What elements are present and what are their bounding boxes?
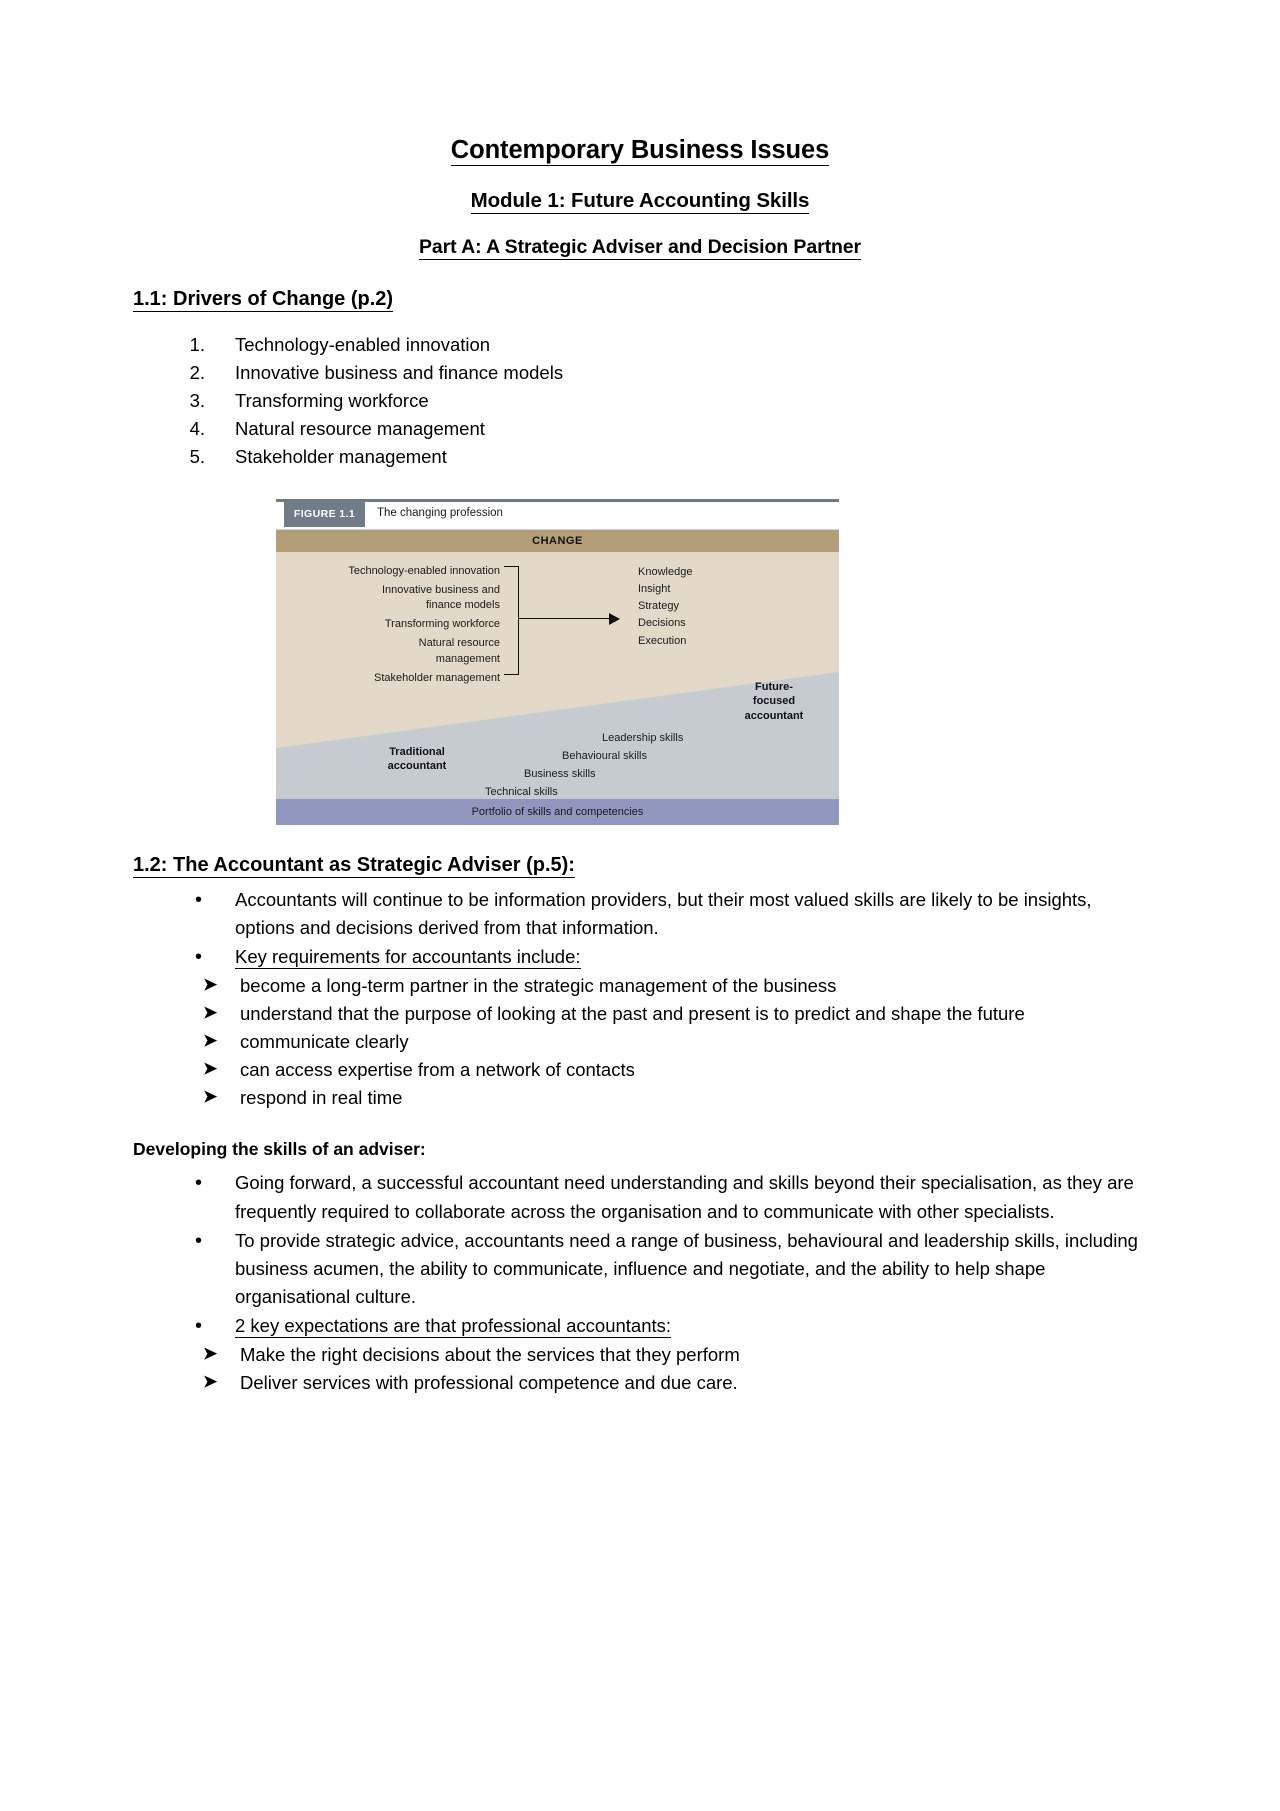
arrow-bullet-icon: ➤	[203, 974, 218, 994]
list-item-label: Technology-enabled innovation	[235, 334, 491, 356]
list-item-label: Stakeholder management	[235, 446, 447, 468]
figure-diagonal-shape	[276, 551, 839, 748]
figure-main-area: Technology-enabled innovation Innovative…	[276, 551, 839, 799]
list-item-label: can access expertise from a network of c…	[240, 1059, 635, 1081]
bullet-icon: •	[195, 1172, 203, 1195]
list-item-label: Accountants will continue to be informat…	[235, 888, 1092, 938]
list-item-number: 3.	[189, 390, 205, 412]
part-title-text: Part A: A Strategic Adviser and Decision…	[418, 236, 862, 261]
list-item: • Key requirements for accountants includ…	[169, 943, 1147, 971]
figure-skill-business: Business skills	[524, 767, 596, 780]
arrow-bullet-icon: ➤	[203, 1031, 218, 1051]
figure-change-bar: CHANGE	[276, 529, 839, 552]
figure-portfolio-bar: Portfolio of skills and competencies	[276, 798, 839, 825]
arrow-bullet-icon: ➤	[203, 1087, 218, 1107]
list-item-number: 5.	[189, 446, 205, 468]
list-item-label: Going forward, a successful accountant n…	[235, 1172, 1134, 1222]
section-1-2-heading-text: 1.2: The Accountant as Strategic Adviser…	[133, 853, 575, 878]
figure-arrow-icon	[609, 612, 620, 625]
list-item: ➤ Deliver services with professional comp…	[203, 1369, 1147, 1397]
list-item-label: understand that the purpose of looking a…	[240, 1003, 1025, 1025]
list-item-label: Make the right decisions about the servi…	[240, 1344, 740, 1366]
section-1-1-heading-text: 1.1: Drivers of Change (p.2)	[133, 288, 394, 313]
page-title: Contemporary Business Issues	[133, 136, 1147, 166]
figure-body: CHANGE Technology-enabled innovation Inn…	[276, 529, 839, 825]
figure-top-rule	[276, 498, 839, 502]
list-item: • Going forward, a successful accountant …	[169, 1169, 1147, 1225]
list-item: ➤ communicate clearly	[203, 1028, 1147, 1056]
key-requirements-list: ➤ become a long-term partner in the strat…	[133, 972, 1147, 1113]
list-item: • Accountants will continue to be informa…	[169, 886, 1147, 942]
drivers-of-change-list: 1. Technology-enabled innovation 2. Innova…	[133, 331, 1147, 472]
figure-skill-technical: Technical skills	[485, 785, 558, 798]
list-item-label: become a long-term partner in the strate…	[240, 974, 837, 996]
list-item: ➤ respond in real time	[203, 1084, 1147, 1112]
section-1-1-heading: 1.1: Drivers of Change (p.2)	[133, 288, 1147, 313]
list-item-label: Deliver services with professional compe…	[240, 1372, 738, 1394]
list-item: 2. Innovative business and finance models	[169, 359, 1147, 387]
figure-driver-item: Transforming workforce	[384, 618, 500, 631]
list-item-number: 2.	[189, 362, 205, 384]
list-item: 5. Stakeholder management	[169, 443, 1147, 471]
figure-skill-behavioural: Behavioural skills	[562, 749, 647, 762]
arrow-bullet-icon: ➤	[203, 1059, 218, 1079]
part-title: Part A: A Strategic Adviser and Decision…	[133, 236, 1147, 261]
list-item-number: 1.	[189, 334, 205, 356]
figure-1-1: FIGURE 1.1 The changing profession CHANG…	[276, 498, 839, 825]
list-item-label: To provide strategic advice, accountants…	[235, 1229, 1138, 1307]
figure-arrow-line	[518, 617, 611, 620]
list-item-label: Transforming workforce	[235, 390, 429, 412]
list-item: 4. Natural resource management	[169, 415, 1147, 443]
list-item: • To provide strategic advice, accountant…	[169, 1227, 1147, 1311]
developing-skills-heading: Developing the skills of an adviser:	[133, 1139, 426, 1160]
figure-driver-item: Stakeholder management	[374, 672, 500, 685]
figure-outcome-item: Decisions	[638, 617, 686, 630]
bullet-icon: •	[195, 1229, 203, 1252]
figure-outcome-item: Insight	[638, 582, 671, 595]
figure-caption-text: The changing profession	[377, 506, 503, 519]
figure-tag-badge: FIGURE 1.1	[284, 501, 365, 527]
list-item: ➤ understand that the purpose of looking …	[203, 1000, 1147, 1028]
section-1-2-bullets: • Accountants will continue to be informa…	[133, 886, 1147, 971]
bullet-icon: •	[195, 945, 203, 968]
list-item: ➤ Make the right decisions about the serv…	[203, 1341, 1147, 1369]
figure-outcome-item: Knowledge	[638, 565, 693, 578]
arrow-bullet-icon: ➤	[203, 1344, 218, 1364]
key-expectations-list: ➤ Make the right decisions about the serv…	[133, 1341, 1147, 1397]
arrow-bullet-icon: ➤	[203, 1003, 218, 1023]
page-title-text: Contemporary Business Issues	[450, 136, 830, 166]
list-item: 3. Transforming workforce	[169, 387, 1147, 415]
figure-caption-row: FIGURE 1.1 The changing profession	[276, 501, 839, 530]
figure-outcomes-list: Knowledge Insight Strategy Decisions Exe…	[638, 564, 692, 650]
list-item-label: Natural resource management	[235, 418, 485, 440]
developing-skills-bullets: • Going forward, a successful accountant …	[133, 1169, 1147, 1340]
arrow-bullet-icon: ➤	[203, 1372, 218, 1392]
figure-skill-leadership: Leadership skills	[602, 731, 684, 744]
list-item-label: Key requirements for accountants include…	[235, 945, 581, 969]
figure-outcome-item: Execution	[638, 634, 687, 647]
section-1-2-heading: 1.2: The Accountant as Strategic Adviser…	[133, 853, 1147, 878]
module-title-text: Module 1: Future Accounting Skills	[470, 189, 810, 215]
module-title: Module 1: Future Accounting Skills	[133, 189, 1147, 215]
bullet-icon: •	[195, 1315, 203, 1338]
list-item: ➤ become a long-term partner in the strat…	[203, 972, 1147, 1000]
figure-drivers-list: Technology-enabled innovation Innovative…	[310, 564, 500, 691]
list-item-label: 2 key expectations are that professional…	[235, 1315, 672, 1339]
page-content: Contemporary Business Issues Module 1: F…	[133, 0, 1147, 1397]
figure-outcome-item: Strategy	[638, 600, 679, 613]
list-item-number: 4.	[189, 418, 205, 440]
list-item-label: respond in real time	[240, 1087, 403, 1109]
figure-bracket-shape	[504, 565, 519, 675]
list-item: 1. Technology-enabled innovation	[169, 331, 1147, 359]
list-item: ➤ can access expertise from a network of …	[203, 1056, 1147, 1084]
list-item-label: Innovative business and finance models	[235, 362, 564, 384]
list-item-label: communicate clearly	[240, 1031, 409, 1053]
figure-driver-item: Technology-enabled innovation	[348, 564, 500, 577]
list-item: • 2 key expectations are that professiona…	[169, 1312, 1147, 1340]
bullet-icon: •	[195, 888, 203, 911]
